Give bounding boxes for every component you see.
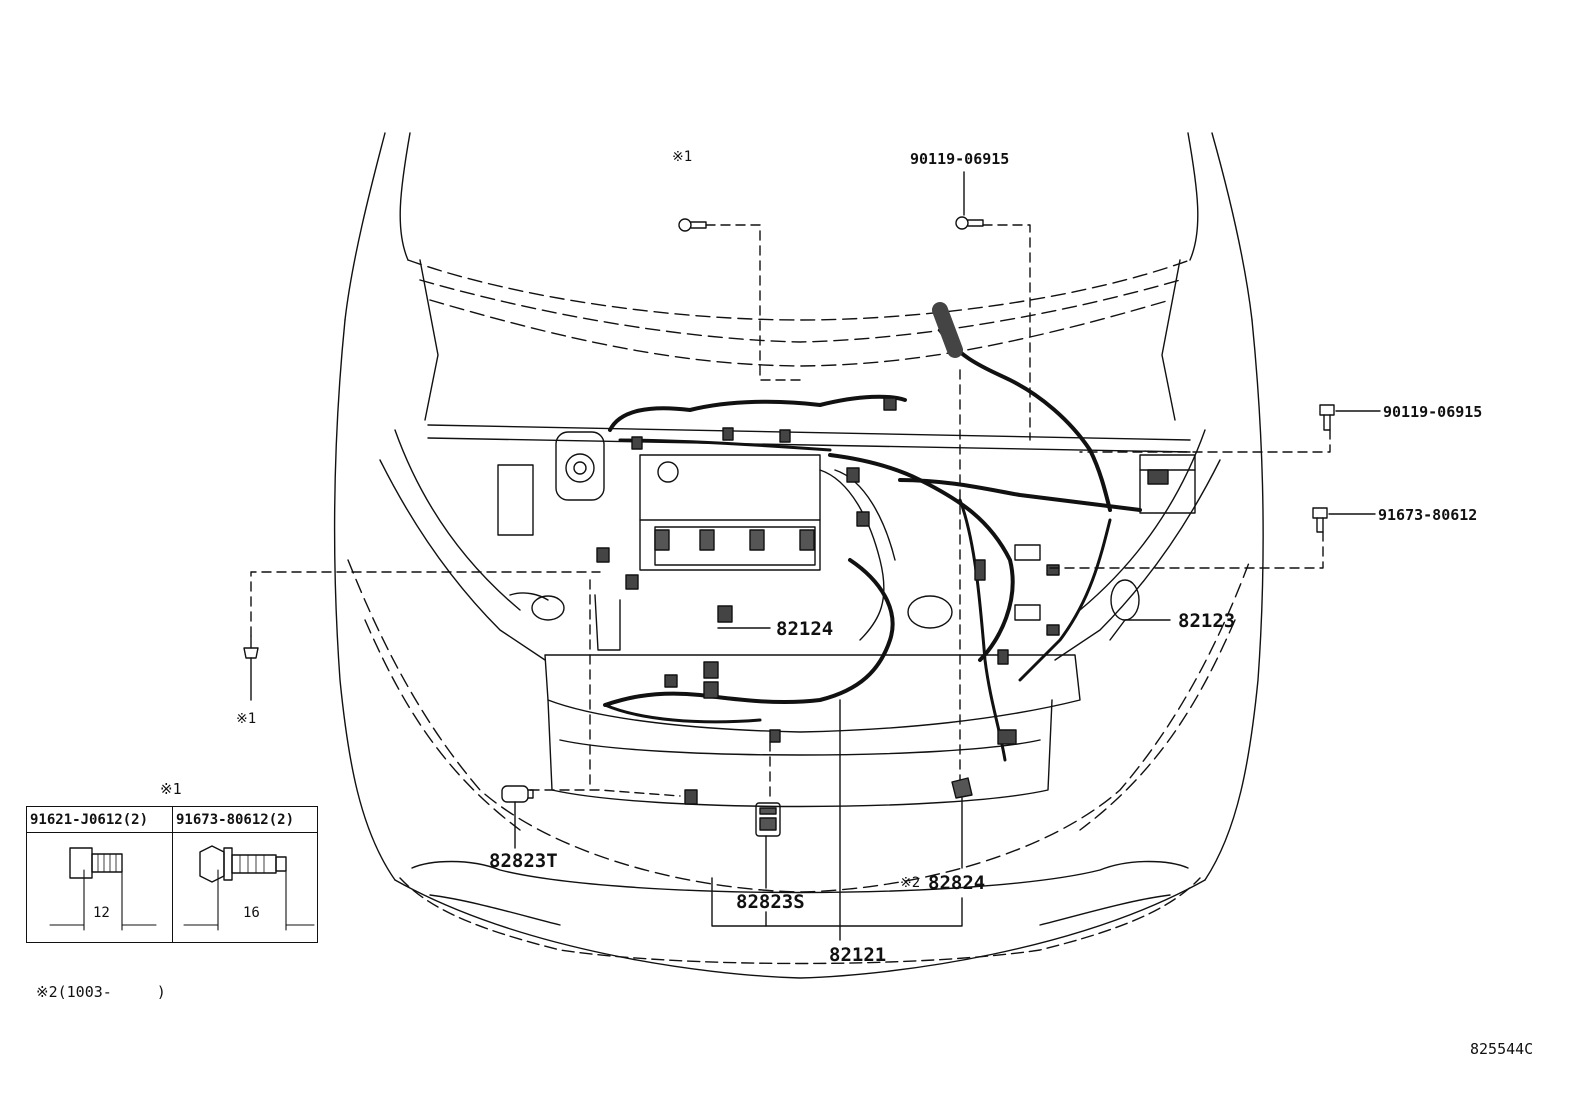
solid-leaders <box>514 171 1381 941</box>
part-number-82823S: 82823S <box>736 891 805 913</box>
bolt-icon-top-left <box>678 218 707 232</box>
legend-bolt-drawing-1 <box>69 847 123 879</box>
bolt-icon-top-right <box>955 216 984 230</box>
clip-icon-left <box>243 635 259 701</box>
legend-col1-length: 12 <box>93 905 110 921</box>
note-2-marker: ※2 <box>900 875 921 891</box>
connector-82823T-drawing <box>501 785 534 803</box>
legend-column-2: 91673-80612(2) <box>173 807 317 942</box>
legend-note-mark: ※1 <box>160 780 182 798</box>
part-number-82124: 82124 <box>776 618 834 640</box>
engine-components <box>497 431 1196 651</box>
bolt-part-number-top: 90119-06915 <box>910 150 1010 168</box>
part-number-82824: 82824 <box>928 872 986 894</box>
connector-82823S-drawing <box>755 802 781 837</box>
legend-bolt-drawing-2 <box>199 845 287 883</box>
legend-col2-length: 16 <box>243 905 260 921</box>
harness-connectors <box>596 397 1169 805</box>
bolt-part-number-right-lower: 91673-80612 <box>1378 506 1478 524</box>
legend-dimension-lines <box>49 869 315 931</box>
bolt-icon-right-lower <box>1312 507 1328 533</box>
bolt-legend-table: 91621-J0612(2) 91673-80612(2) <box>26 806 318 943</box>
part-number-82121: 82121 <box>829 944 887 966</box>
footnote-2: ※2(1003- ) <box>36 983 166 1001</box>
vehicle-body-outline <box>333 132 1264 979</box>
legend-column-1: 91621-J0612(2) <box>27 807 173 942</box>
part-number-82823T: 82823T <box>489 850 558 872</box>
illustration-number: 825544C <box>1470 1040 1534 1058</box>
leader-lines <box>250 224 1331 801</box>
bolt-part-number-right: 90119-06915 <box>1383 403 1483 421</box>
bolt-icon-right <box>1319 404 1335 431</box>
connector-82824-drawing <box>951 777 973 799</box>
legend-col2-part-number: 91673-80612(2) <box>173 807 317 833</box>
clip-note-left-label: ※1 <box>236 711 257 727</box>
legend-col1-part-number: 91621-J0612(2) <box>27 807 172 833</box>
part-number-82123: 82123 <box>1178 610 1236 632</box>
wire-harness-bundles <box>603 302 1142 762</box>
clip-note-top-label: ※1 <box>672 149 693 165</box>
